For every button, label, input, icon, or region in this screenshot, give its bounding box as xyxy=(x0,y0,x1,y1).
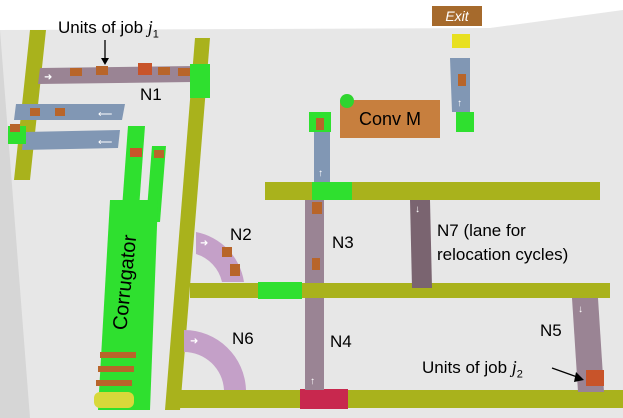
label-n3: N3 xyxy=(332,233,354,252)
unit-block xyxy=(158,67,170,75)
label-units-j2-var: j xyxy=(511,357,517,377)
pad-green-exit xyxy=(456,112,474,132)
lane-n4 xyxy=(305,298,324,390)
pointer-j2-head xyxy=(574,372,584,382)
unit-block xyxy=(30,108,40,116)
lane-arrow-upper: ↑ xyxy=(318,168,323,179)
lane-blue-left-2 xyxy=(22,130,120,150)
floor-edge-shading xyxy=(0,30,30,418)
unit-block xyxy=(458,74,466,86)
pointer-j1-head xyxy=(101,58,109,65)
lane-blue-left-2-arrow: ⟵ xyxy=(98,137,112,148)
label-units-j1-prefix: Units of job xyxy=(58,18,148,37)
unit-block xyxy=(154,150,164,158)
lane-n1 xyxy=(38,66,195,84)
rail-left-outer xyxy=(165,38,210,410)
exit-block xyxy=(432,6,482,26)
conv-m-block xyxy=(340,100,440,138)
lane-arrow-n4: ↑ xyxy=(310,376,315,387)
label-units-j1-var: j xyxy=(147,17,153,37)
label-n1: N1 xyxy=(140,85,162,104)
exit-label: Exit xyxy=(445,8,469,24)
lane-units xyxy=(312,74,604,386)
label-units-j2-sub: 2 xyxy=(516,368,523,381)
lane-n1-arrow: ➜ xyxy=(44,72,52,83)
unit-block xyxy=(10,124,20,132)
label-n7-line1: N7 (lane for xyxy=(437,221,526,240)
lane-arrow-exit: ↑ xyxy=(457,98,462,109)
lane-blue-left-1-arrow: ⟵ xyxy=(98,109,112,120)
rail-middle xyxy=(190,283,610,298)
lane-blue-upper xyxy=(314,130,330,182)
rail-bottom-red xyxy=(300,389,348,409)
curve-n2-arrow: ➜ xyxy=(200,238,208,249)
green-sphere xyxy=(340,94,354,108)
unit-block xyxy=(586,370,604,386)
exit-pad xyxy=(452,34,470,48)
unit-block xyxy=(312,202,322,214)
lane-n5 xyxy=(572,298,604,392)
label-n6: N6 xyxy=(232,329,254,348)
rail-middle-green xyxy=(258,282,302,299)
curve-n2-unit xyxy=(222,247,232,257)
conv-m-label: Conv M xyxy=(358,108,421,129)
unit-block xyxy=(98,366,134,372)
lane-arrow-n7: ↓ xyxy=(415,204,420,215)
unit-block xyxy=(138,63,152,75)
lane-n7 xyxy=(410,200,432,288)
rail-upper-green xyxy=(312,182,352,200)
rail-bottom xyxy=(180,390,623,408)
label-n7-line2: relocation cycles) xyxy=(437,245,569,264)
curve-n2-unit-2 xyxy=(230,264,240,276)
unit-block xyxy=(96,380,132,386)
curve-n6 xyxy=(184,330,246,390)
unit-block xyxy=(312,258,320,270)
unit-block xyxy=(96,66,108,75)
label-units-j2-prefix: Units of job xyxy=(422,358,512,377)
label-n2: N2 xyxy=(230,225,252,244)
yellow-roll xyxy=(94,392,134,408)
label-units-j2: Units of job j2 xyxy=(422,358,523,381)
label-n5: N5 xyxy=(540,321,562,340)
label-units-j1: Units of job j1 xyxy=(58,18,159,41)
label-units-j1-sub: 1 xyxy=(152,28,159,41)
lane-blue-left-1 xyxy=(14,104,125,120)
unit-block xyxy=(130,148,142,157)
unit-block xyxy=(70,68,82,76)
unit-block xyxy=(178,68,190,76)
curve-n6-arrow: ➜ xyxy=(190,336,198,347)
job-units-group xyxy=(10,63,190,386)
lane-n1-green-end xyxy=(190,64,210,98)
lane-arrow-n5: ↓ xyxy=(578,304,583,315)
unit-block xyxy=(55,108,65,116)
unit-block xyxy=(316,118,324,130)
unit-block xyxy=(100,352,136,358)
label-n4: N4 xyxy=(330,332,352,351)
